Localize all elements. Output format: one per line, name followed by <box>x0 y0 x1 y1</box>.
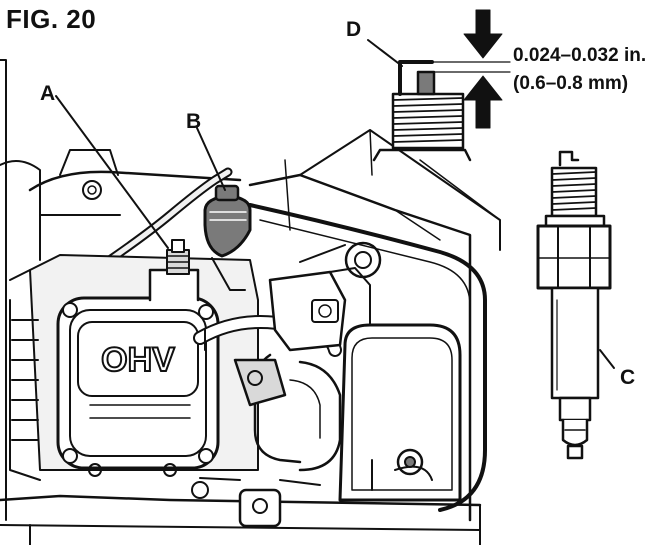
gap-arrow-up-icon <box>463 75 503 129</box>
leader-lines <box>55 39 615 369</box>
figure-title: FIG. 20 <box>6 4 97 34</box>
gap-spec-metric: (0.6–0.8 mm) <box>513 73 629 94</box>
callout-b: B <box>186 110 202 133</box>
gap-spec-imperial: 0.024–0.032 in. <box>513 45 647 66</box>
engine-assembly <box>0 59 501 545</box>
callout-d: D <box>346 18 362 41</box>
spark-plug-side-view <box>536 150 612 460</box>
gap-arrow-down-icon <box>463 9 503 59</box>
valve-cover-label: OHV <box>101 341 175 379</box>
spark-plug-gap-detail <box>372 60 511 162</box>
callout-c: C <box>620 366 636 389</box>
callout-a: A <box>40 82 56 105</box>
